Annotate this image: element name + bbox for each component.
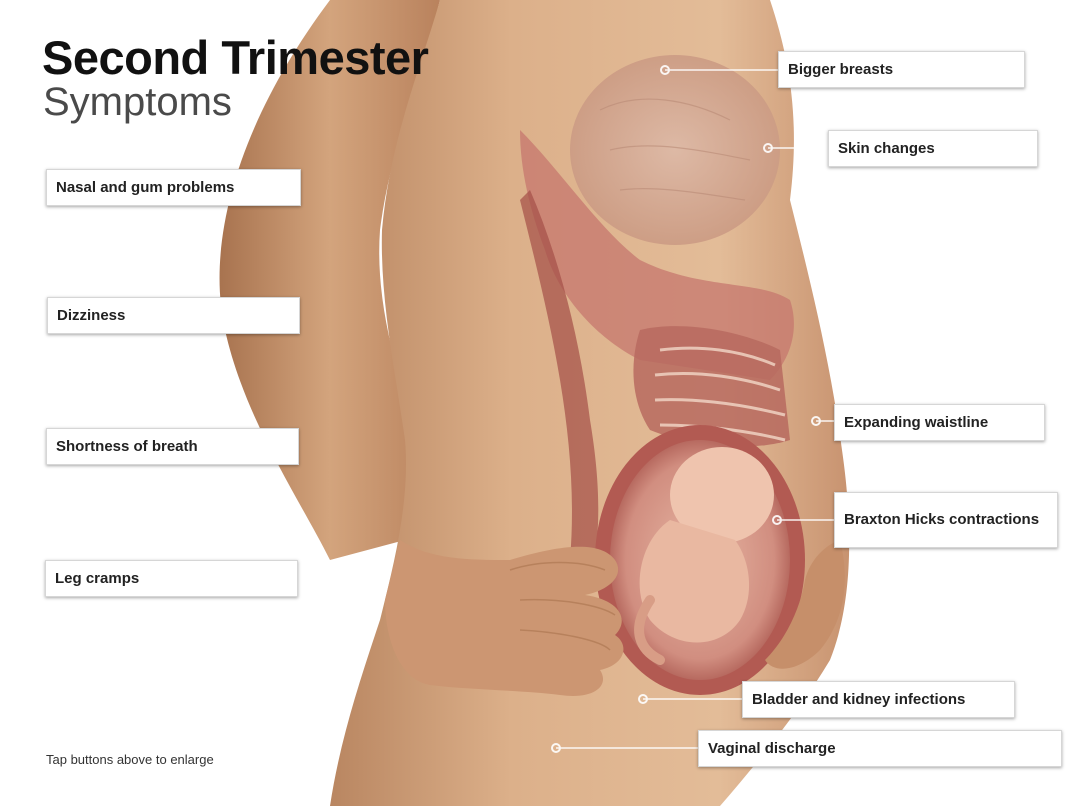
fetus-body bbox=[639, 520, 750, 643]
breast-texture bbox=[599, 98, 751, 201]
label-button-bigger-breasts[interactable]: Bigger breasts bbox=[778, 51, 1025, 88]
page-title: Second Trimester bbox=[42, 31, 429, 84]
label-button-skin-changes[interactable]: Skin changes bbox=[828, 130, 1038, 167]
label-button-nasal-gum-problems[interactable]: Nasal and gum problems bbox=[46, 169, 301, 206]
enlarge-hint: Tap buttons above to enlarge bbox=[46, 752, 214, 767]
breast-shape bbox=[570, 55, 780, 245]
label-button-dizziness[interactable]: Dizziness bbox=[47, 297, 300, 334]
spine-muscle bbox=[520, 190, 599, 560]
label-button-braxton-hicks[interactable]: Braxton Hicks contractions bbox=[834, 492, 1058, 548]
label-button-expanding-waistline[interactable]: Expanding waistline bbox=[834, 404, 1045, 441]
right-hand bbox=[765, 540, 845, 669]
label-button-vaginal-discharge[interactable]: Vaginal discharge bbox=[698, 730, 1062, 767]
front-hand bbox=[385, 540, 624, 696]
label-button-shortness-of-breath[interactable]: Shortness of breath bbox=[46, 428, 299, 465]
fetus-head bbox=[670, 447, 774, 543]
leader-lines bbox=[551, 65, 834, 753]
internal-organs bbox=[520, 130, 794, 380]
label-button-leg-cramps[interactable]: Leg cramps bbox=[45, 560, 298, 597]
page-subtitle: Symptoms bbox=[43, 80, 232, 124]
back-arm-shape bbox=[219, 0, 440, 560]
label-button-bladder-kidney-infections[interactable]: Bladder and kidney infections bbox=[742, 681, 1015, 718]
